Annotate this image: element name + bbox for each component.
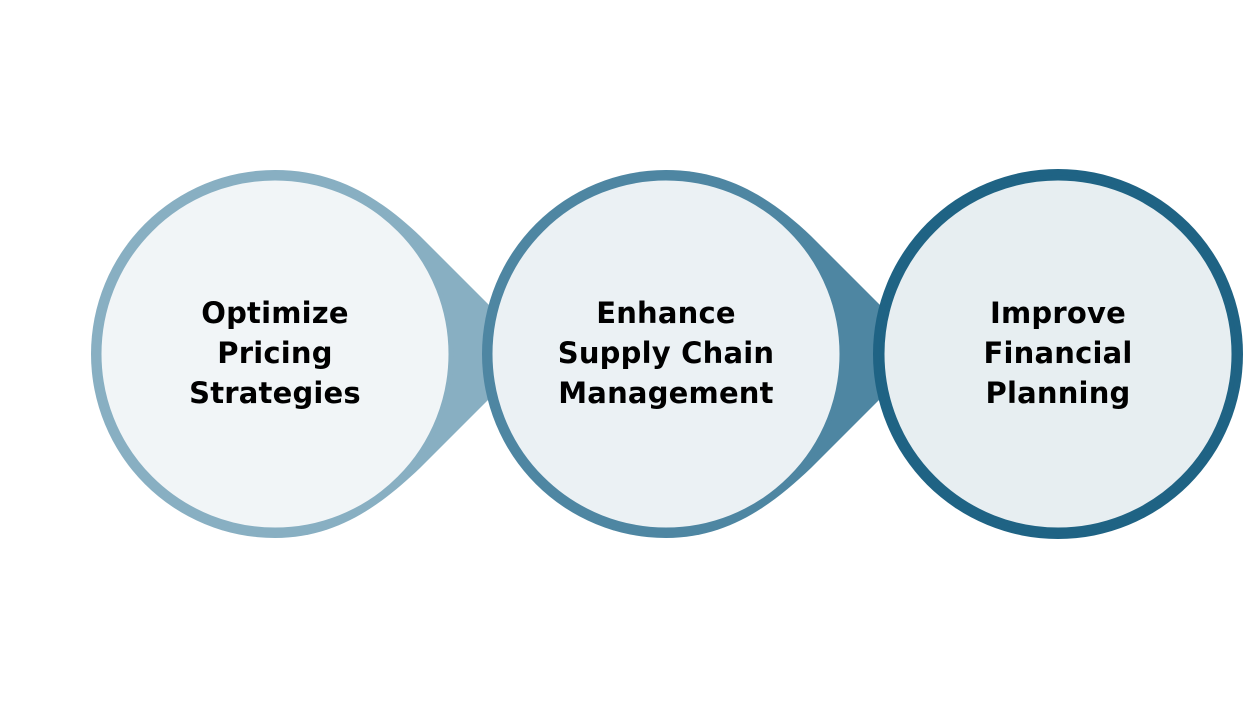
step-2-label-text: Enhance Supply Chain Management [557, 296, 775, 410]
step-2-label: Enhance Supply Chain Management [536, 288, 796, 418]
step-3-label: Improve Financial Planning [928, 288, 1188, 418]
step-2-circle [487, 175, 845, 533]
step-1-label-text: Optimize Pricing Strategies [189, 296, 361, 410]
step-1-circle [96, 175, 454, 533]
step-3-label-text: Improve Financial Planning [983, 296, 1133, 410]
step-3-shape [873, 169, 1243, 539]
step-2-shape [482, 170, 927, 538]
step-1-label: Optimize Pricing Strategies [145, 288, 405, 418]
step-1-shape [91, 170, 536, 538]
step-3-circle [879, 175, 1237, 533]
